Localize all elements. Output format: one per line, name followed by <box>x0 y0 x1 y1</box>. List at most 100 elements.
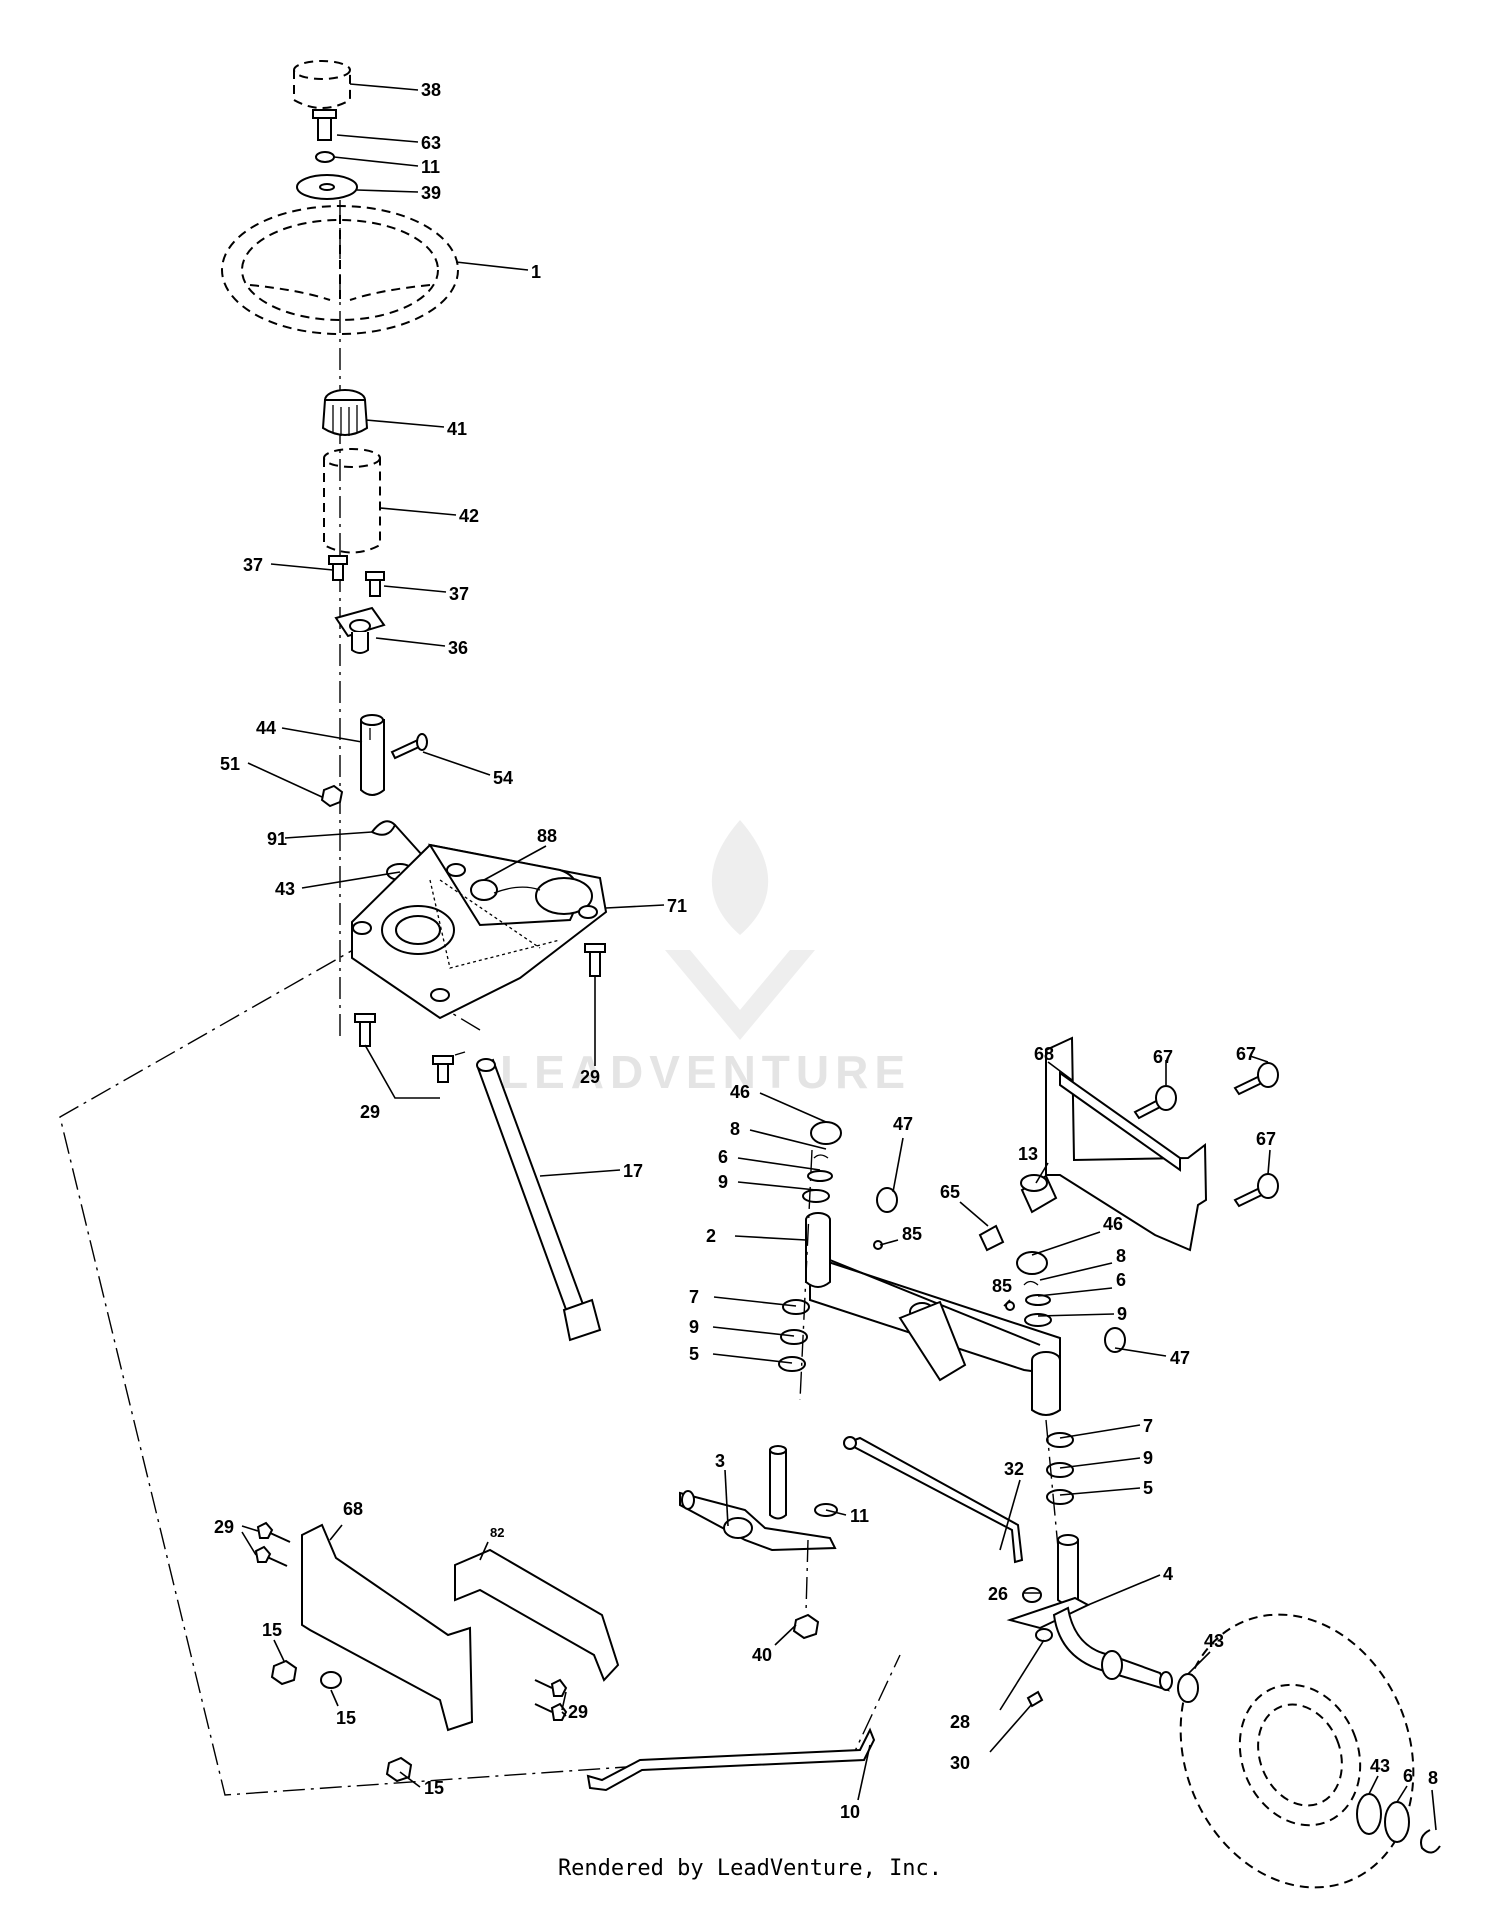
callout-68-left: 68 <box>343 1499 363 1519</box>
clip-8-wheel <box>1420 1829 1441 1854</box>
callout-8-right: 8 <box>1116 1246 1126 1266</box>
bolt-54 <box>390 733 428 760</box>
callout-44: 44 <box>256 718 276 738</box>
callout-28: 28 <box>950 1712 970 1732</box>
footer-credit: Rendered by LeadVenture, Inc. <box>557 1856 943 1881</box>
callout-43-outer: 43 <box>1370 1756 1390 1776</box>
callout-8-left: 8 <box>730 1119 740 1139</box>
callout-9-left: 9 <box>718 1172 728 1192</box>
watermark-text: LEADVENTURE <box>500 1046 911 1098</box>
nut-40 <box>792 1613 820 1640</box>
callout-15-a: 15 <box>262 1620 282 1640</box>
callout-82: 82 <box>490 1525 504 1540</box>
hairpin-91 <box>371 820 423 856</box>
callout-41: 41 <box>447 419 467 439</box>
callout-3: 3 <box>715 1451 725 1471</box>
callout-29-right: 29 <box>580 1067 600 1087</box>
bolts-29-lower-right <box>534 1678 568 1721</box>
callout-29-lower-right: 29 <box>568 1702 588 1722</box>
callout-5-right: 5 <box>1143 1478 1153 1498</box>
callout-9-lower-left: 9 <box>689 1317 699 1337</box>
callout-36: 36 <box>448 638 468 658</box>
callout-29-left: 29 <box>360 1102 380 1122</box>
bolts-29-lower-left <box>254 1521 291 1567</box>
washer-6-outer <box>1384 1801 1410 1843</box>
phantom-boundary <box>59 904 901 1796</box>
lockwasher-11-top <box>315 151 335 163</box>
callout-39: 39 <box>421 183 441 203</box>
callout-6-outer: 6 <box>1403 1766 1413 1786</box>
axle-upper-hardware-left <box>802 1121 898 1250</box>
callout-85-lower: 85 <box>992 1276 1012 1296</box>
callout-labels: 38 63 11 39 1 41 42 37 37 36 44 54 51 91… <box>214 80 1438 1822</box>
watermark-logo: LEADVENTURE <box>500 820 911 1098</box>
drag-link-32 <box>843 1436 1024 1564</box>
callout-6-left: 6 <box>718 1147 728 1167</box>
spindle-4 <box>1006 1534 1173 1692</box>
axle-support-bracket-68-left <box>301 1523 474 1732</box>
callout-47-lower: 47 <box>1170 1348 1190 1368</box>
grease-fitting-30 <box>1026 1690 1044 1708</box>
callout-29-lower-left: 29 <box>214 1517 234 1537</box>
wheel-tire <box>1179 1613 1415 1889</box>
callout-7-left: 7 <box>689 1287 699 1307</box>
callout-4: 4 <box>1163 1564 1173 1584</box>
steering-gear-assembly-71 <box>351 843 608 1020</box>
steering-adapter-41 <box>321 389 369 436</box>
callout-5-left: 5 <box>689 1344 699 1364</box>
callout-43-inner: 43 <box>1204 1631 1224 1651</box>
callout-46-left: 46 <box>730 1082 750 1102</box>
washer-43-outer <box>1356 1793 1382 1835</box>
callout-7-right: 7 <box>1143 1416 1153 1436</box>
callout-65: 65 <box>940 1182 960 1202</box>
callout-40: 40 <box>752 1645 772 1665</box>
axle-lower-washers-left <box>778 1299 810 1372</box>
leader-lines <box>241 83 1437 1831</box>
spacer-13 <box>1020 1174 1058 1214</box>
callout-30: 30 <box>950 1753 970 1773</box>
steering-cap-38 <box>293 60 351 109</box>
callout-10: 10 <box>840 1802 860 1822</box>
callout-63: 63 <box>421 133 441 153</box>
callout-38: 38 <box>421 80 441 100</box>
callout-37-right: 37 <box>449 584 469 604</box>
nut-26 <box>1022 1587 1042 1603</box>
nut-15-b <box>320 1671 342 1689</box>
callout-54: 54 <box>493 768 513 788</box>
callout-11: 11 <box>421 157 440 177</box>
bushing-flange-36 <box>334 606 386 654</box>
callout-32: 32 <box>1004 1459 1024 1479</box>
callout-88: 88 <box>537 826 557 846</box>
bolts-37 <box>328 555 385 597</box>
callout-15-b: 15 <box>336 1708 356 1728</box>
callout-15-c: 15 <box>424 1778 444 1798</box>
callout-13: 13 <box>1018 1144 1038 1164</box>
callout-91: 91 <box>267 829 287 849</box>
washer-28 <box>1035 1628 1053 1642</box>
callout-85-upper: 85 <box>902 1224 922 1244</box>
bolts-67 <box>1133 1062 1279 1208</box>
bracket-82 <box>454 1548 620 1682</box>
bellows-42 <box>323 448 381 554</box>
callout-26: 26 <box>988 1584 1008 1604</box>
callout-51: 51 <box>220 754 240 774</box>
axle-support-bracket-68-right <box>1045 1036 1208 1252</box>
callout-42: 42 <box>459 506 479 526</box>
grease-fitting-88 <box>470 879 541 901</box>
washer-39 <box>296 174 358 200</box>
callout-68-right: 68 <box>1034 1044 1054 1064</box>
callout-2: 2 <box>706 1226 716 1246</box>
spindle-3 <box>679 1445 837 1552</box>
callout-1: 1 <box>531 262 541 282</box>
bolt-63 <box>312 109 337 141</box>
callout-9-right: 9 <box>1117 1304 1127 1324</box>
axle-upper-hardware-right <box>1005 1251 1126 1353</box>
callout-11-spindle: 11 <box>850 1506 869 1526</box>
callout-67-b: 67 <box>1236 1044 1256 1064</box>
nut-15-a <box>270 1659 298 1686</box>
callout-17: 17 <box>623 1161 643 1181</box>
callout-8-outer: 8 <box>1428 1768 1438 1788</box>
callout-37-left: 37 <box>243 555 263 575</box>
callout-71: 71 <box>667 896 687 916</box>
